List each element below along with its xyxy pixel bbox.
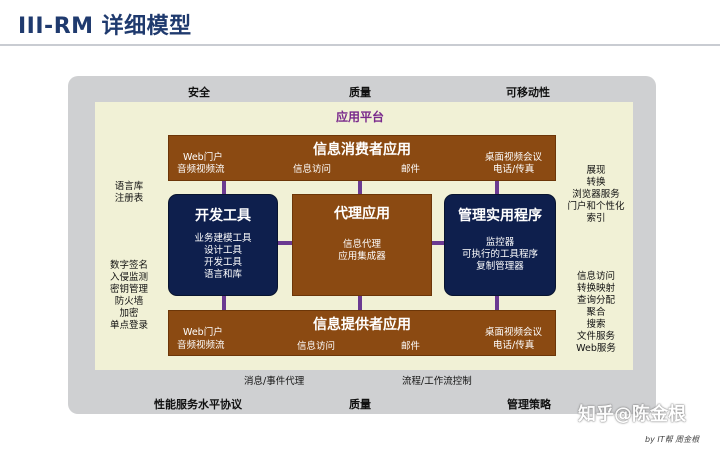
mgmt-item: 监控器 (485, 237, 515, 248)
development-tools-title: 开发工具 (195, 208, 251, 224)
title-divider (0, 44, 720, 46)
right-side-item: 转换映射 (576, 283, 615, 294)
provider-web-portal: Web门户 (183, 327, 223, 338)
bottom-label-policy: 管理策略 (507, 398, 551, 411)
left-side-item: 单点登录 (109, 320, 148, 331)
development-tools-list: 业务建模工具 设计工具 开发工具 语言和库 (169, 233, 277, 281)
connector-dev-top (222, 180, 226, 196)
management-utilities-box: 管理实用程序 监控器 可执行的工具程序 复制管理器 (444, 194, 556, 296)
page-title: III-RM 详细模型 (18, 14, 192, 39)
proxy-item: 信息代理 (342, 239, 381, 250)
right-side-item: 聚合 (586, 307, 606, 318)
provider-video-conf: 桌面视频会议 (485, 327, 543, 338)
consumer-mail: 邮件 (401, 164, 421, 175)
consumer-web-portal: Web门户 (183, 152, 223, 163)
consumer-info-access: 信息访问 (293, 164, 332, 175)
connector-mgmt-top (495, 180, 499, 196)
consumer-video-conf: 桌面视频会议 (485, 152, 543, 163)
right-side-item: 查询分配 (576, 295, 615, 306)
zhihu-watermark: 知乎@陈金根 (578, 404, 686, 425)
connector-proxy-mgmt (430, 241, 446, 245)
management-utilities-title: 管理实用程序 (458, 208, 542, 224)
left-side-item: 密钥管理 (109, 284, 148, 295)
right-side-item: 索引 (586, 213, 606, 224)
right-side-item: 展现 (586, 165, 606, 176)
bottom-label-quality: 质量 (349, 398, 371, 411)
consumer-phone-fax: 电话/传真 (493, 164, 535, 175)
right-side-group-1: 展现 转换 浏览器服务 门户和个性化 索引 (563, 165, 629, 225)
connector-mgmt-bottom (495, 295, 499, 311)
connector-dev-bottom (222, 295, 226, 311)
right-side-item: 浏览器服务 (572, 189, 620, 200)
mgmt-item: 复制管理器 (476, 261, 524, 272)
left-side-item: 加密 (119, 308, 139, 319)
left-side-item: 防火墙 (114, 296, 144, 307)
application-platform-label: 应用平台 (335, 110, 384, 124)
connector-proxy-bottom (358, 295, 362, 311)
left-side-item: 注册表 (114, 193, 144, 204)
proxy-applications-box: 代理应用 信息代理 应用集成器 (292, 194, 432, 296)
proxy-applications-title: 代理应用 (334, 206, 390, 222)
mgmt-item: 可执行的工具程序 (461, 249, 538, 260)
bottom-label-sla: 性能服务水平协议 (154, 398, 242, 411)
consumer-applications-bar: 信息消费者应用 Web门户 音频视频流 信息访问 邮件 桌面视频会议 电话/传真 (168, 135, 556, 181)
development-tools-box: 开发工具 业务建模工具 设计工具 开发工具 语言和库 (168, 194, 278, 296)
proxy-applications-list: 信息代理 应用集成器 (293, 239, 431, 263)
right-side-item: 转换 (586, 177, 606, 188)
message-event-broker-label: 消息/事件代理 (244, 376, 305, 387)
management-utilities-list: 监控器 可执行的工具程序 复制管理器 (445, 237, 555, 273)
provider-applications-bar: 信息提供者应用 Web门户 音频视频流 信息访问 邮件 桌面视频会议 电话/传真 (168, 310, 556, 356)
left-side-item: 入侵监测 (109, 272, 148, 283)
right-side-group-2: 信息访问 转换映射 查询分配 聚合 搜索 文件服务 Web服务 (563, 271, 629, 355)
consumer-bar-title: 信息消费者应用 (313, 142, 411, 158)
consumer-av-streaming: 音频视频流 (177, 164, 225, 175)
dev-tool-item: 业务建模工具 (194, 233, 252, 244)
top-label-quality: 质量 (349, 86, 371, 99)
top-label-mobility: 可移动性 (506, 86, 550, 99)
left-side-group-2: 数字签名 入侵监测 密钥管理 防火墙 加密 单点登录 (103, 260, 155, 332)
connector-proxy-top (358, 180, 362, 196)
dev-tool-item: 语言和库 (203, 269, 242, 280)
provider-phone-fax: 电话/传真 (493, 340, 535, 351)
connector-dev-proxy (278, 241, 294, 245)
left-side-group-1: 语言库 注册表 (103, 181, 155, 205)
dev-tool-item: 设计工具 (203, 245, 242, 256)
left-side-item: 数字签名 (109, 260, 148, 271)
right-side-item: 门户和个性化 (567, 201, 625, 212)
author-byline: by IT帮 周金根 (645, 435, 700, 444)
provider-info-access: 信息访问 (297, 341, 336, 352)
right-side-item: 文件服务 (576, 331, 615, 342)
top-label-security: 安全 (188, 86, 210, 99)
workflow-control-label: 流程/工作流控制 (402, 376, 472, 387)
right-side-item: Web服务 (576, 343, 616, 354)
right-side-item: 搜索 (586, 319, 606, 330)
dev-tool-item: 开发工具 (203, 257, 242, 268)
provider-mail: 邮件 (401, 341, 421, 352)
provider-av-streaming: 音频视频流 (177, 340, 225, 351)
proxy-item: 应用集成器 (338, 251, 386, 262)
provider-bar-title: 信息提供者应用 (313, 317, 411, 333)
left-side-item: 语言库 (114, 181, 144, 192)
right-side-item: 信息访问 (576, 271, 615, 282)
